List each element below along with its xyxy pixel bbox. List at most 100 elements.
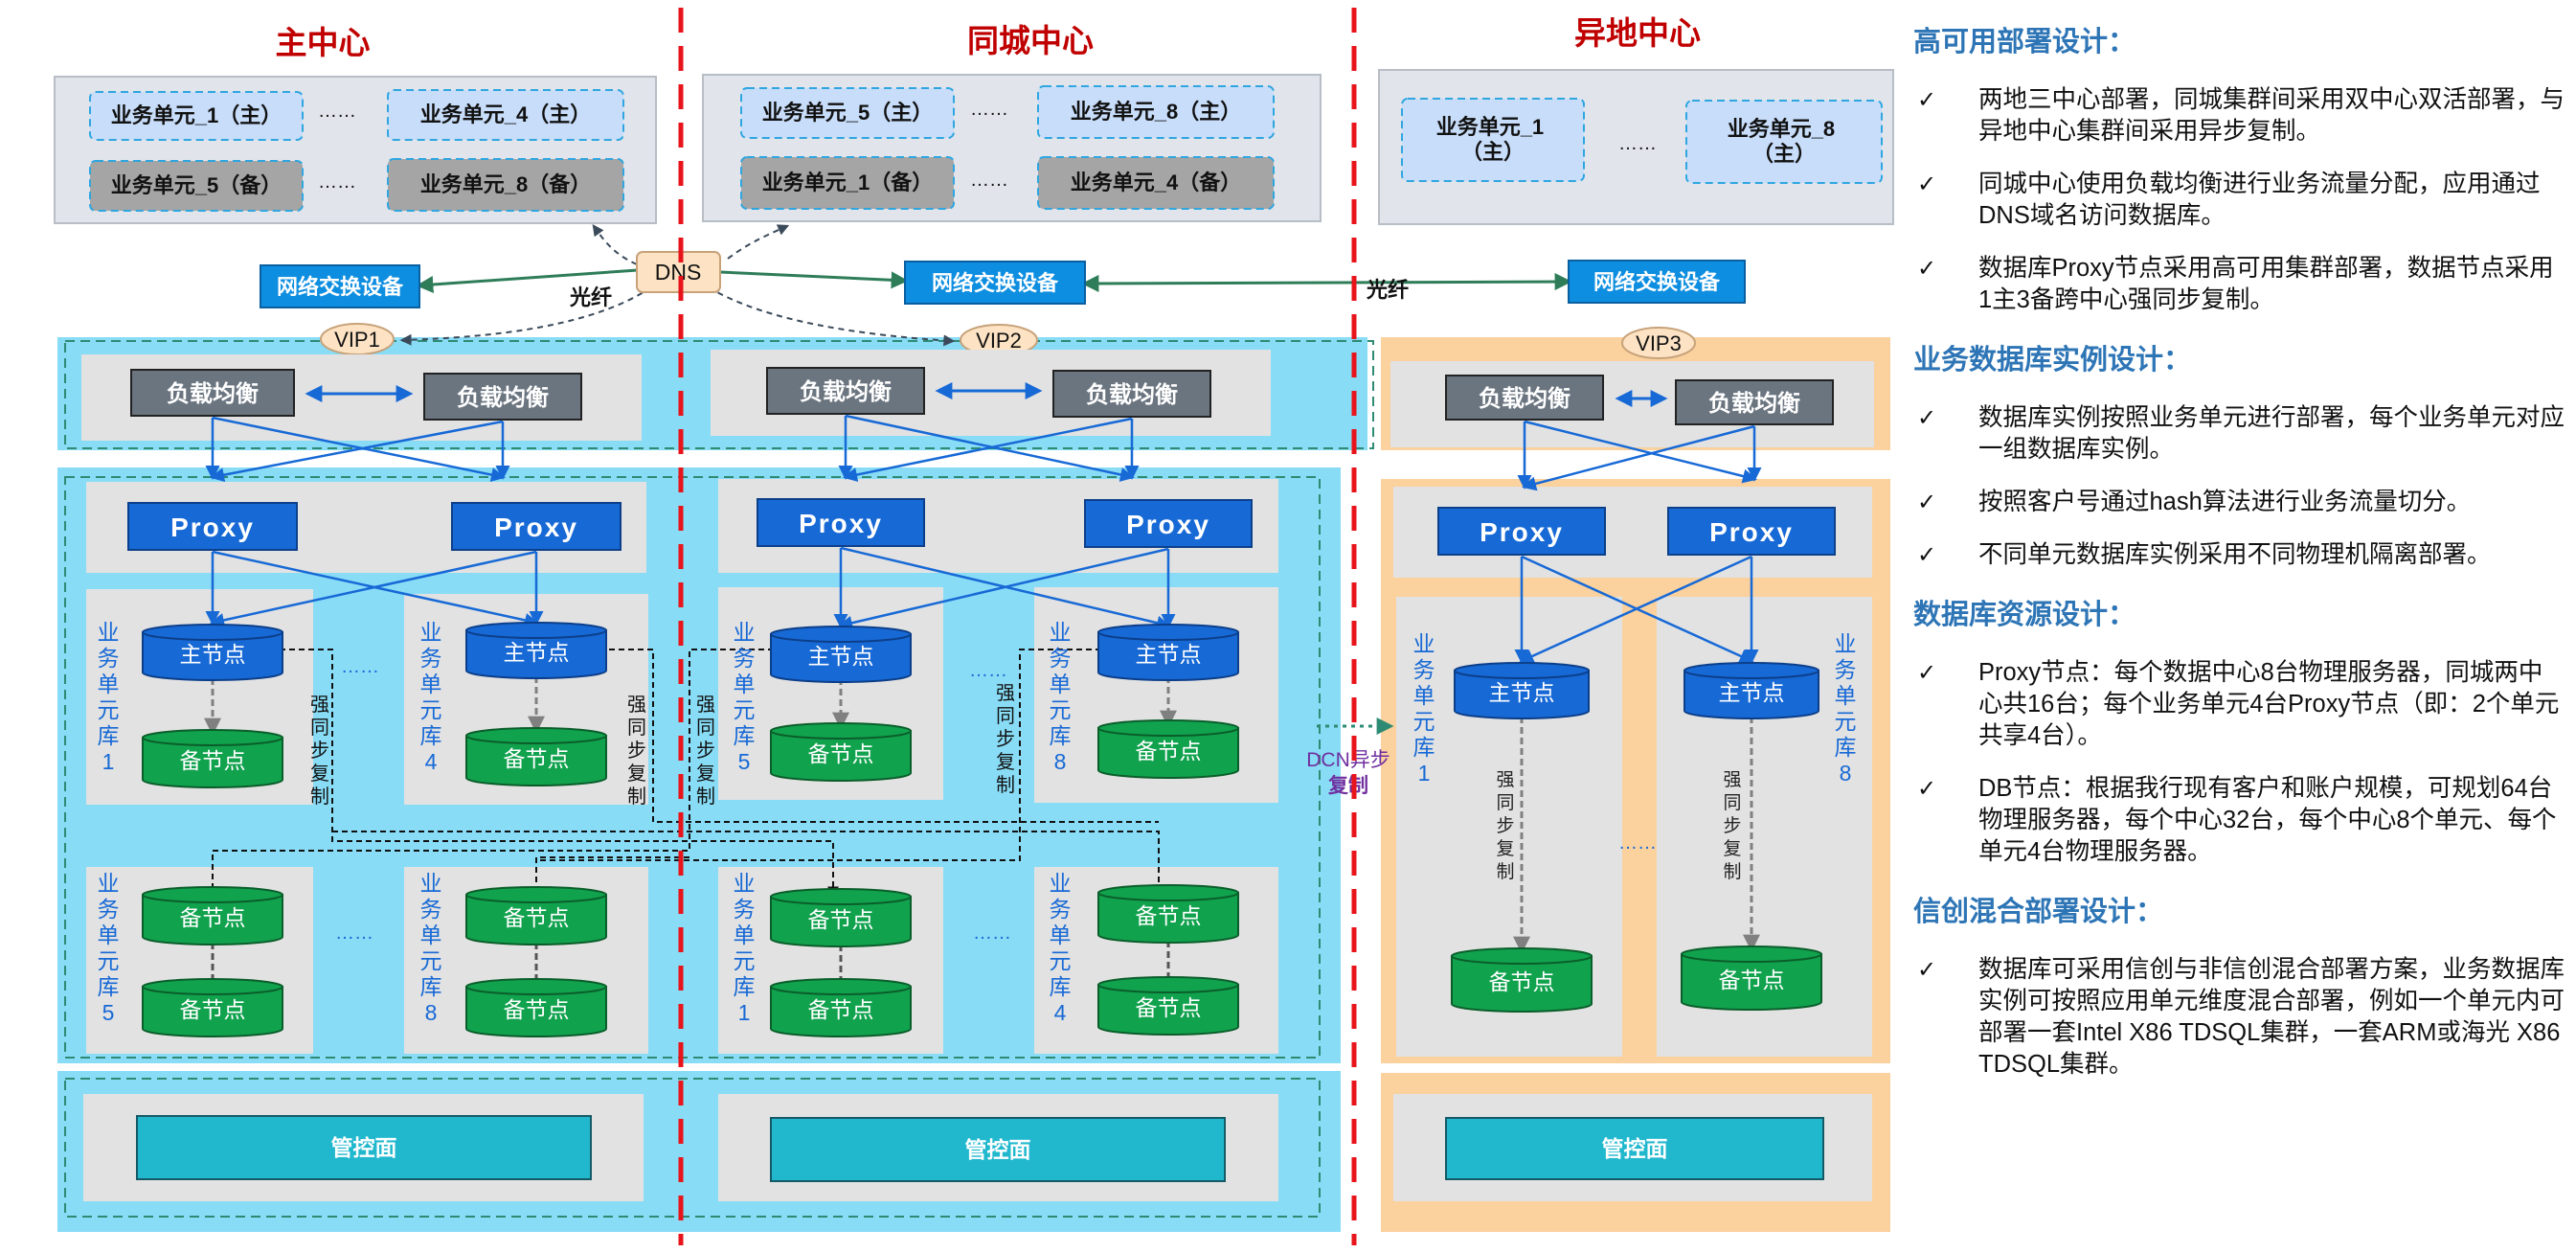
unit-lib-char: 库 [734, 723, 756, 748]
note-item: ✓按照客户号通过hash算法进行业务流量切分。 [1913, 487, 2565, 518]
sync-label-char: 同 [1723, 793, 1741, 813]
standby-node-top [1097, 884, 1239, 901]
sync-label-char: 步 [627, 740, 646, 762]
standby-node: 备节点 [465, 886, 607, 945]
dcn-async-label: DCN异步 [1306, 749, 1390, 771]
standby-node: 备节点 [1097, 976, 1239, 1036]
center-title-same-city: 同城中心 [967, 23, 1094, 58]
standby-node-label: 备节点 [808, 997, 874, 1022]
unit-lib-char: 元 [98, 697, 120, 722]
unit-box [89, 91, 304, 141]
unit-lib-char: 单 [734, 923, 756, 947]
standby-node-top [142, 978, 283, 995]
sync-link [536, 649, 1101, 861]
standby-node-body [142, 894, 283, 945]
switch-box [1568, 260, 1746, 304]
unit-lib-char: 1 [102, 749, 115, 774]
dns-label: DNS [655, 260, 702, 285]
sync-label-char: 步 [996, 728, 1015, 750]
design-notes: 高可用部署设计：✓两地三中心部署，同城集群间采用双中心双活部署，与异地中心集群间… [1913, 19, 2565, 1102]
standby-node: 备节点 [1451, 947, 1593, 1013]
lb-proxy-link [845, 414, 1135, 482]
unit-lib-char: 单 [1050, 923, 1072, 947]
unit-lib-char: 务 [420, 646, 442, 671]
sync-label-char: 强 [627, 695, 646, 716]
control-plane-box [136, 1115, 592, 1180]
note-item-text: 同城中心使用负载均衡进行业务流量分配，应用通过DNS域名访问数据库。 [1978, 171, 2541, 229]
unit-lib-char: 务 [734, 646, 756, 671]
unit-lib-char: 务 [734, 897, 756, 922]
master-node-label: 主节点 [1489, 680, 1555, 705]
check-icon: ✓ [1917, 957, 1937, 983]
sync-label-char: 同 [696, 718, 715, 739]
center-title-remote: 异地中心 [1574, 15, 1701, 51]
check-icon: ✓ [1917, 660, 1937, 686]
fiber-label: 光纤 [569, 285, 612, 309]
master-node-body [1683, 670, 1819, 719]
unit-lib-char: 库 [1835, 735, 1857, 760]
sync-label-char: 步 [1723, 815, 1741, 836]
sync-label-char: 步 [696, 740, 715, 762]
control-plane-box [770, 1117, 1226, 1182]
unit-label-line: 业务单元_1 [1436, 115, 1544, 139]
sync-label-char: 制 [1723, 861, 1741, 882]
sync-label-char: 复 [310, 763, 329, 785]
proxy-box [1084, 499, 1253, 548]
sync-label-char: 复 [996, 751, 1015, 773]
unit-lib-char: 单 [734, 672, 756, 696]
ellipsis: …… [970, 170, 1008, 191]
master-node-label: 主节点 [808, 644, 874, 669]
master-node-body [465, 629, 607, 679]
lb-box [1675, 379, 1834, 425]
sync-replication-label: 强同步复制 [1496, 770, 1514, 882]
unit-box [1401, 98, 1585, 182]
standby-node-label: 备节点 [180, 748, 246, 773]
sync-label-char: 复 [1496, 838, 1514, 859]
switch-box [904, 261, 1086, 305]
unit-lib-char: 元 [1835, 709, 1857, 734]
proxy-master-link [838, 547, 1169, 630]
lb-box [130, 369, 295, 417]
sync-link [207, 649, 774, 899]
standby-node-label: 备节点 [1136, 739, 1202, 763]
ellipsis: …… [341, 656, 379, 677]
dns-link [727, 224, 790, 260]
note-item-text: 数据库实例按照业务单元进行部署，每个业务单元对应一组数据库实例。 [1978, 404, 2565, 463]
sync-replication-label: 强同步复制 [627, 695, 646, 808]
standby-node-body [1097, 984, 1239, 1036]
note-item: ✓同城中心使用负载均衡进行业务流量分配，应用通过DNS域名访问数据库。 [1913, 169, 2565, 232]
unit-lib-char: 业 [1835, 631, 1857, 656]
unit-lib-char: 单 [420, 923, 442, 947]
standby-node-top [465, 886, 607, 903]
ellipsis: …… [318, 171, 356, 193]
vip-label: VIP2 [976, 329, 1022, 353]
standby-node-label: 备节点 [1136, 903, 1202, 928]
standby-node-top [770, 978, 912, 995]
lb-label: 负载均衡 [1479, 385, 1570, 412]
unit-lib-char: 业 [1050, 620, 1072, 645]
dns-link [592, 224, 638, 265]
standby-node-body [1097, 727, 1239, 779]
unit-label: 业务单元_8（备） [420, 172, 591, 196]
lb-box [1445, 375, 1604, 421]
sync-link [599, 649, 1159, 823]
master-node-top [1454, 662, 1590, 679]
unit-label: 业务单元_5（主） [762, 101, 933, 125]
ellipsis: …… [1618, 832, 1657, 854]
sync-replication-label: 强同步复制 [1723, 770, 1741, 882]
ellipsis: …… [1618, 133, 1657, 154]
standby-node-label: 备节点 [1719, 968, 1785, 992]
dns-link [708, 286, 956, 347]
sync-label-char: 制 [627, 786, 646, 808]
sync-link [332, 831, 1164, 899]
center-title-main: 主中心 [276, 25, 371, 60]
sync-label-char: 制 [1496, 861, 1514, 882]
master-node-body [1454, 670, 1590, 719]
sync-label-char: 步 [1496, 815, 1514, 836]
standby-node: 备节点 [142, 978, 283, 1037]
standby-node-label: 备节点 [808, 741, 874, 766]
note-item-text: DB节点：根据我行现有客户和账户规模，可规划64台物理服务器，每个中心32台，每… [1978, 775, 2557, 865]
lb-dashed-group [64, 340, 1374, 449]
